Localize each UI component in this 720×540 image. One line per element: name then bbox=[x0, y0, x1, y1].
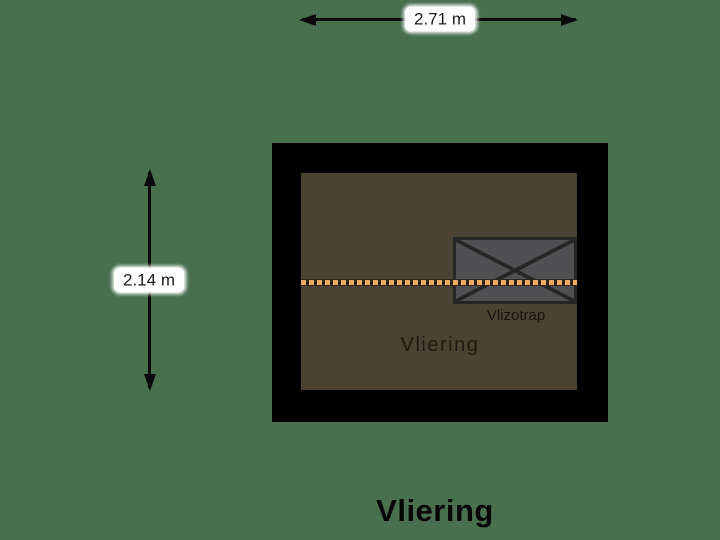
cross-icon bbox=[456, 240, 574, 301]
loft-ladder bbox=[453, 237, 577, 304]
width-dimension-label: 2.71 m bbox=[405, 6, 475, 32]
loft-ladder-label: Vlizotrap bbox=[486, 307, 546, 324]
room-name-label: Vliering bbox=[400, 334, 480, 356]
arrow-up-icon bbox=[143, 169, 156, 186]
plan-title: Vliering bbox=[376, 493, 494, 528]
arrow-down-icon bbox=[143, 374, 156, 391]
room-floor: Vliering Vlizotrap bbox=[301, 173, 577, 390]
height-dimension-label: 2.14 m bbox=[114, 267, 184, 293]
arrow-right-icon bbox=[561, 13, 578, 26]
headroom-dashed-line bbox=[301, 279, 577, 286]
arrow-left-icon bbox=[299, 13, 316, 26]
